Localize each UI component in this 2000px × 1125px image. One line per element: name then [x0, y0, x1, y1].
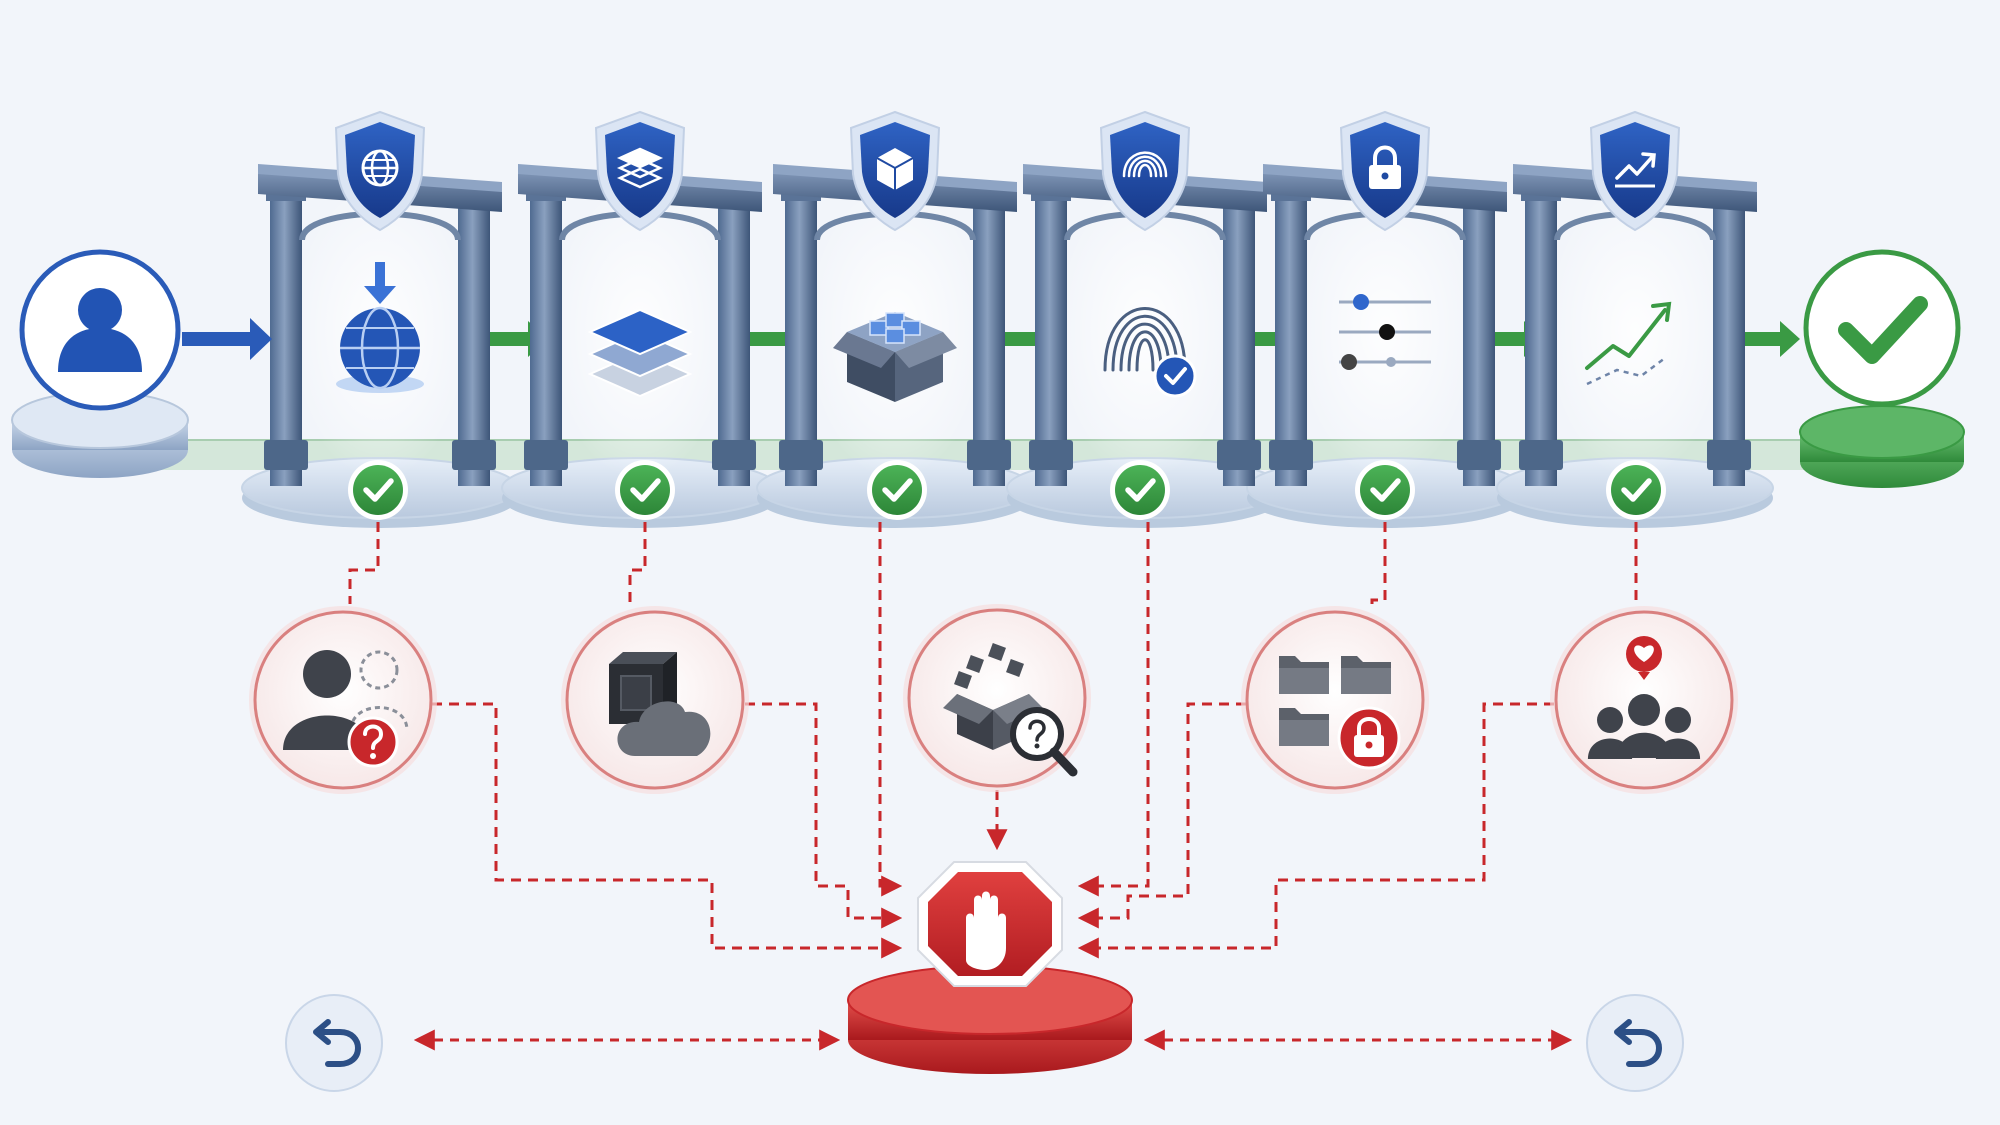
trend-line-icon	[1585, 301, 1672, 386]
check-badge-icon	[1355, 460, 1415, 520]
failure-node-3	[903, 604, 1091, 792]
group-heart-icon	[1587, 636, 1701, 759]
gate-6	[1513, 110, 1757, 520]
start-node	[11, 249, 189, 478]
shield-badge	[1589, 110, 1681, 232]
check-badge-icon	[615, 460, 675, 520]
shield-badge	[1099, 110, 1191, 232]
open-box-icon	[833, 312, 957, 402]
failure-node-2	[561, 606, 749, 794]
gates	[258, 110, 1757, 520]
gate-right-pillar	[1707, 185, 1751, 486]
shield-badge	[1339, 110, 1431, 232]
box-inspect-icon	[943, 643, 1078, 777]
user-icon	[58, 288, 142, 372]
gate-right-pillar	[967, 185, 1011, 486]
start-arrow	[182, 318, 272, 360]
failure-connectors	[348, 522, 1638, 959]
unknown-user-icon	[283, 650, 409, 768]
stop-hand-icon	[917, 861, 1063, 987]
failure-nodes	[249, 604, 1738, 794]
check-badge-icon	[1606, 460, 1666, 520]
padlock-icon	[1369, 145, 1401, 189]
gate-5	[1263, 110, 1507, 520]
fingerprint-verified-icon	[1103, 307, 1197, 398]
gate-right-pillar	[1217, 185, 1261, 486]
stop-node	[847, 861, 1133, 1074]
checkmark-icon	[1838, 296, 1928, 364]
gate-left-pillar	[1029, 185, 1073, 486]
gate-left-pillar	[1269, 185, 1313, 486]
gate-left-pillar	[524, 185, 568, 486]
failure-connector	[1077, 702, 1554, 959]
layers-icon	[616, 147, 664, 189]
shield-badge	[334, 110, 426, 232]
failure-node-5	[1550, 606, 1738, 794]
gate-3	[773, 110, 1017, 520]
failure-connector	[1077, 702, 1246, 929]
gate-right-pillar	[452, 185, 496, 486]
globe-icon	[361, 149, 399, 187]
end-node	[1799, 249, 1965, 488]
failure-connector	[432, 702, 903, 959]
check-badge-icon	[867, 460, 927, 520]
failure-node-1	[249, 606, 437, 794]
failure-connector	[628, 522, 647, 604]
rollback-right[interactable]	[1586, 994, 1684, 1092]
fingerprint-icon	[1122, 151, 1168, 178]
settings-sliders-icon	[1339, 294, 1431, 370]
gate-right-pillar	[1457, 185, 1501, 486]
rollback-left[interactable]	[285, 994, 383, 1092]
gate-4	[1023, 110, 1267, 520]
gate-left-pillar	[264, 185, 308, 486]
gate-2	[518, 110, 762, 520]
check-badge-icon	[1110, 460, 1170, 520]
failure-connector	[348, 522, 380, 604]
shield-badge	[849, 110, 941, 232]
failure-connector	[1077, 522, 1150, 897]
check-badge-icon	[348, 460, 408, 520]
failure-connector	[1370, 522, 1387, 606]
failure-connector	[745, 702, 903, 929]
gate-left-pillar	[779, 185, 823, 486]
locked-folders-icon	[1279, 656, 1401, 770]
trend-chart-icon	[1615, 152, 1656, 188]
shield-badge	[594, 110, 686, 232]
gate-1	[258, 110, 502, 520]
gate-left-pillar	[1519, 185, 1563, 486]
undo-icon	[313, 1019, 361, 1067]
undo-icon	[1614, 1019, 1662, 1067]
dark-box-cloud-icon	[609, 652, 711, 756]
failure-node-4	[1241, 606, 1429, 794]
gate-right-pillar	[712, 185, 756, 486]
failure-connector	[878, 522, 903, 897]
cube-icon	[876, 148, 914, 190]
globe-download-icon	[336, 262, 424, 393]
layers-stack-icon	[587, 308, 693, 398]
